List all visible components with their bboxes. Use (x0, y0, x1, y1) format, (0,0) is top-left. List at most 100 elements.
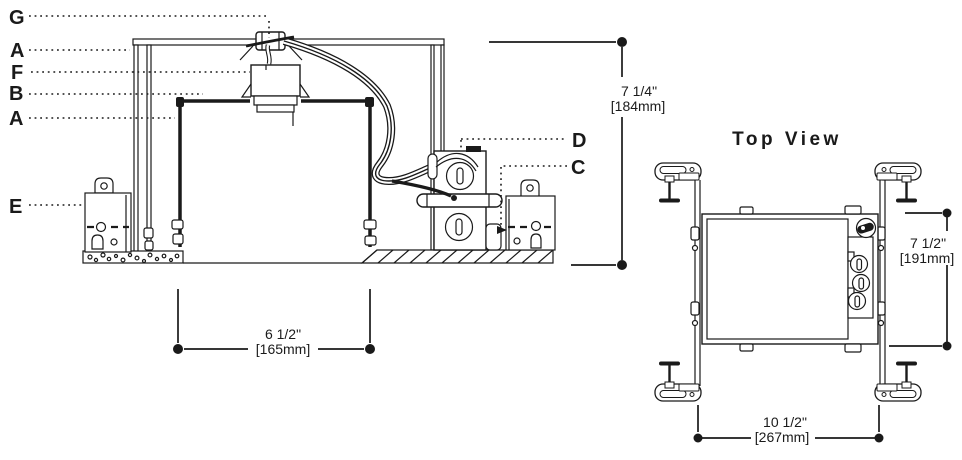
can-wall-tab (364, 235, 377, 246)
pan-tab (739, 343, 754, 352)
bar-hanger-clamp-tl (653, 161, 703, 203)
callout-A1: A (10, 40, 24, 62)
knockout-slot (858, 277, 865, 290)
dim-width-inches: 10 1/2" (763, 414, 807, 430)
callouts: G A F B A E D C (9, 7, 586, 234)
hanger-bar-through (416, 193, 503, 208)
frame-left-rail (133, 44, 139, 254)
callout-D: D (572, 130, 586, 152)
bracket-hole-small (513, 237, 521, 245)
junction-box-top (847, 217, 877, 319)
callout-C: C (571, 157, 585, 179)
knockout-slot (455, 218, 463, 236)
knockout-slot (456, 167, 464, 185)
rail-tab (690, 226, 700, 241)
bracket-plate (84, 192, 132, 253)
hatch-lines (361, 249, 554, 264)
rail-hole (691, 244, 699, 252)
box-entry-clamp (427, 153, 438, 180)
can-wall-tab (171, 219, 184, 230)
can-corner-fastener (176, 97, 184, 107)
can-wall-tab (172, 233, 184, 245)
bracket-tab-hole (526, 184, 534, 192)
socket-collar (253, 95, 298, 106)
bracket-hole (530, 220, 542, 232)
junction-box-tab (466, 146, 481, 152)
bracket-tab-hole (100, 182, 108, 190)
housing-can (171, 97, 377, 247)
dim-dot (365, 344, 375, 354)
callout-G: G (9, 7, 25, 29)
callout-F: F (11, 62, 23, 84)
inner-wire (391, 179, 452, 198)
wire-loops (435, 153, 479, 172)
callout-A2: A (9, 108, 23, 130)
pan-tab (844, 343, 862, 353)
callout-E: E (9, 196, 22, 218)
dim-aperture-mm: [165mm] (256, 341, 310, 357)
socket-body (250, 64, 301, 97)
hanger-bar-joints (426, 194, 490, 207)
dimension-depth-top: 7 1/2" [191mm] (889, 208, 954, 351)
rail-hole (877, 319, 885, 327)
can-wall-tab (363, 219, 377, 230)
junction-box (416, 146, 503, 251)
callout-B: B (9, 83, 23, 105)
nail-bracket-right (485, 179, 556, 251)
hanger-bars (690, 180, 886, 386)
frame-pan (701, 205, 879, 353)
nail-bracket-left (84, 177, 132, 253)
cable-clamp-pin (861, 226, 865, 230)
dim-depth-mm: [191mm] (900, 250, 954, 266)
dim-dot (693, 433, 703, 443)
bracket-hole (95, 221, 107, 233)
pan-tab (739, 206, 754, 215)
dimension-aperture: 6 1/2" [165mm] (173, 289, 375, 357)
dim-depth-inches: 7 1/2" (910, 235, 946, 251)
ceiling-stipple-strip (82, 250, 184, 264)
dim-dot (617, 37, 627, 47)
bracket-hole-small (110, 238, 118, 246)
clamp-funnel (239, 45, 303, 61)
dim-width-mm: [267mm] (755, 429, 809, 445)
bar-hanger-clamp-tr (873, 161, 923, 203)
socket-wings (240, 83, 311, 98)
clamp-wire (245, 35, 295, 48)
rail-tab (143, 227, 154, 239)
dim-dot (942, 341, 952, 351)
leader-arrow (497, 226, 507, 234)
ceiling-section (82, 249, 554, 264)
frame-left-rail-2 (146, 44, 152, 254)
side-view: 7 1/4" [184mm] 6 1/2" [165mm] G A F B (9, 7, 665, 357)
top-view: Top View (653, 129, 954, 445)
socket-collar-2 (256, 104, 295, 113)
pan-tab (844, 205, 862, 215)
dim-dot (874, 433, 884, 443)
rail-hole (691, 319, 699, 327)
supply-cable (245, 35, 479, 201)
top-view-title: Top View (732, 129, 842, 150)
bar-hanger-clamp-br (873, 361, 923, 403)
socket-housing (240, 64, 311, 126)
can-walls (178, 103, 372, 247)
dim-dot (942, 208, 952, 218)
dim-dot (173, 344, 183, 354)
wire-terminal (451, 195, 457, 201)
dimension-width-top: 10 1/2" [267mm] (693, 405, 884, 445)
bar-hanger-clamp-bl (653, 361, 703, 403)
dim-height-mm: [184mm] (611, 98, 665, 114)
dimension-height: 7 1/4" [184mm] (489, 37, 665, 270)
cable-clamp-lever (857, 222, 874, 234)
stipple-texture (87, 252, 180, 264)
dim-height-inches: 7 1/4" (621, 83, 657, 99)
bracket-keyhole (530, 233, 542, 249)
rail-tab (144, 240, 154, 251)
bracket-keyhole (91, 234, 104, 250)
dim-aperture-inches: 6 1/2" (265, 326, 301, 342)
dim-dot (617, 260, 627, 270)
knockout-slot (854, 295, 861, 308)
rail-tab (690, 301, 700, 316)
knockout-slot (856, 258, 863, 271)
